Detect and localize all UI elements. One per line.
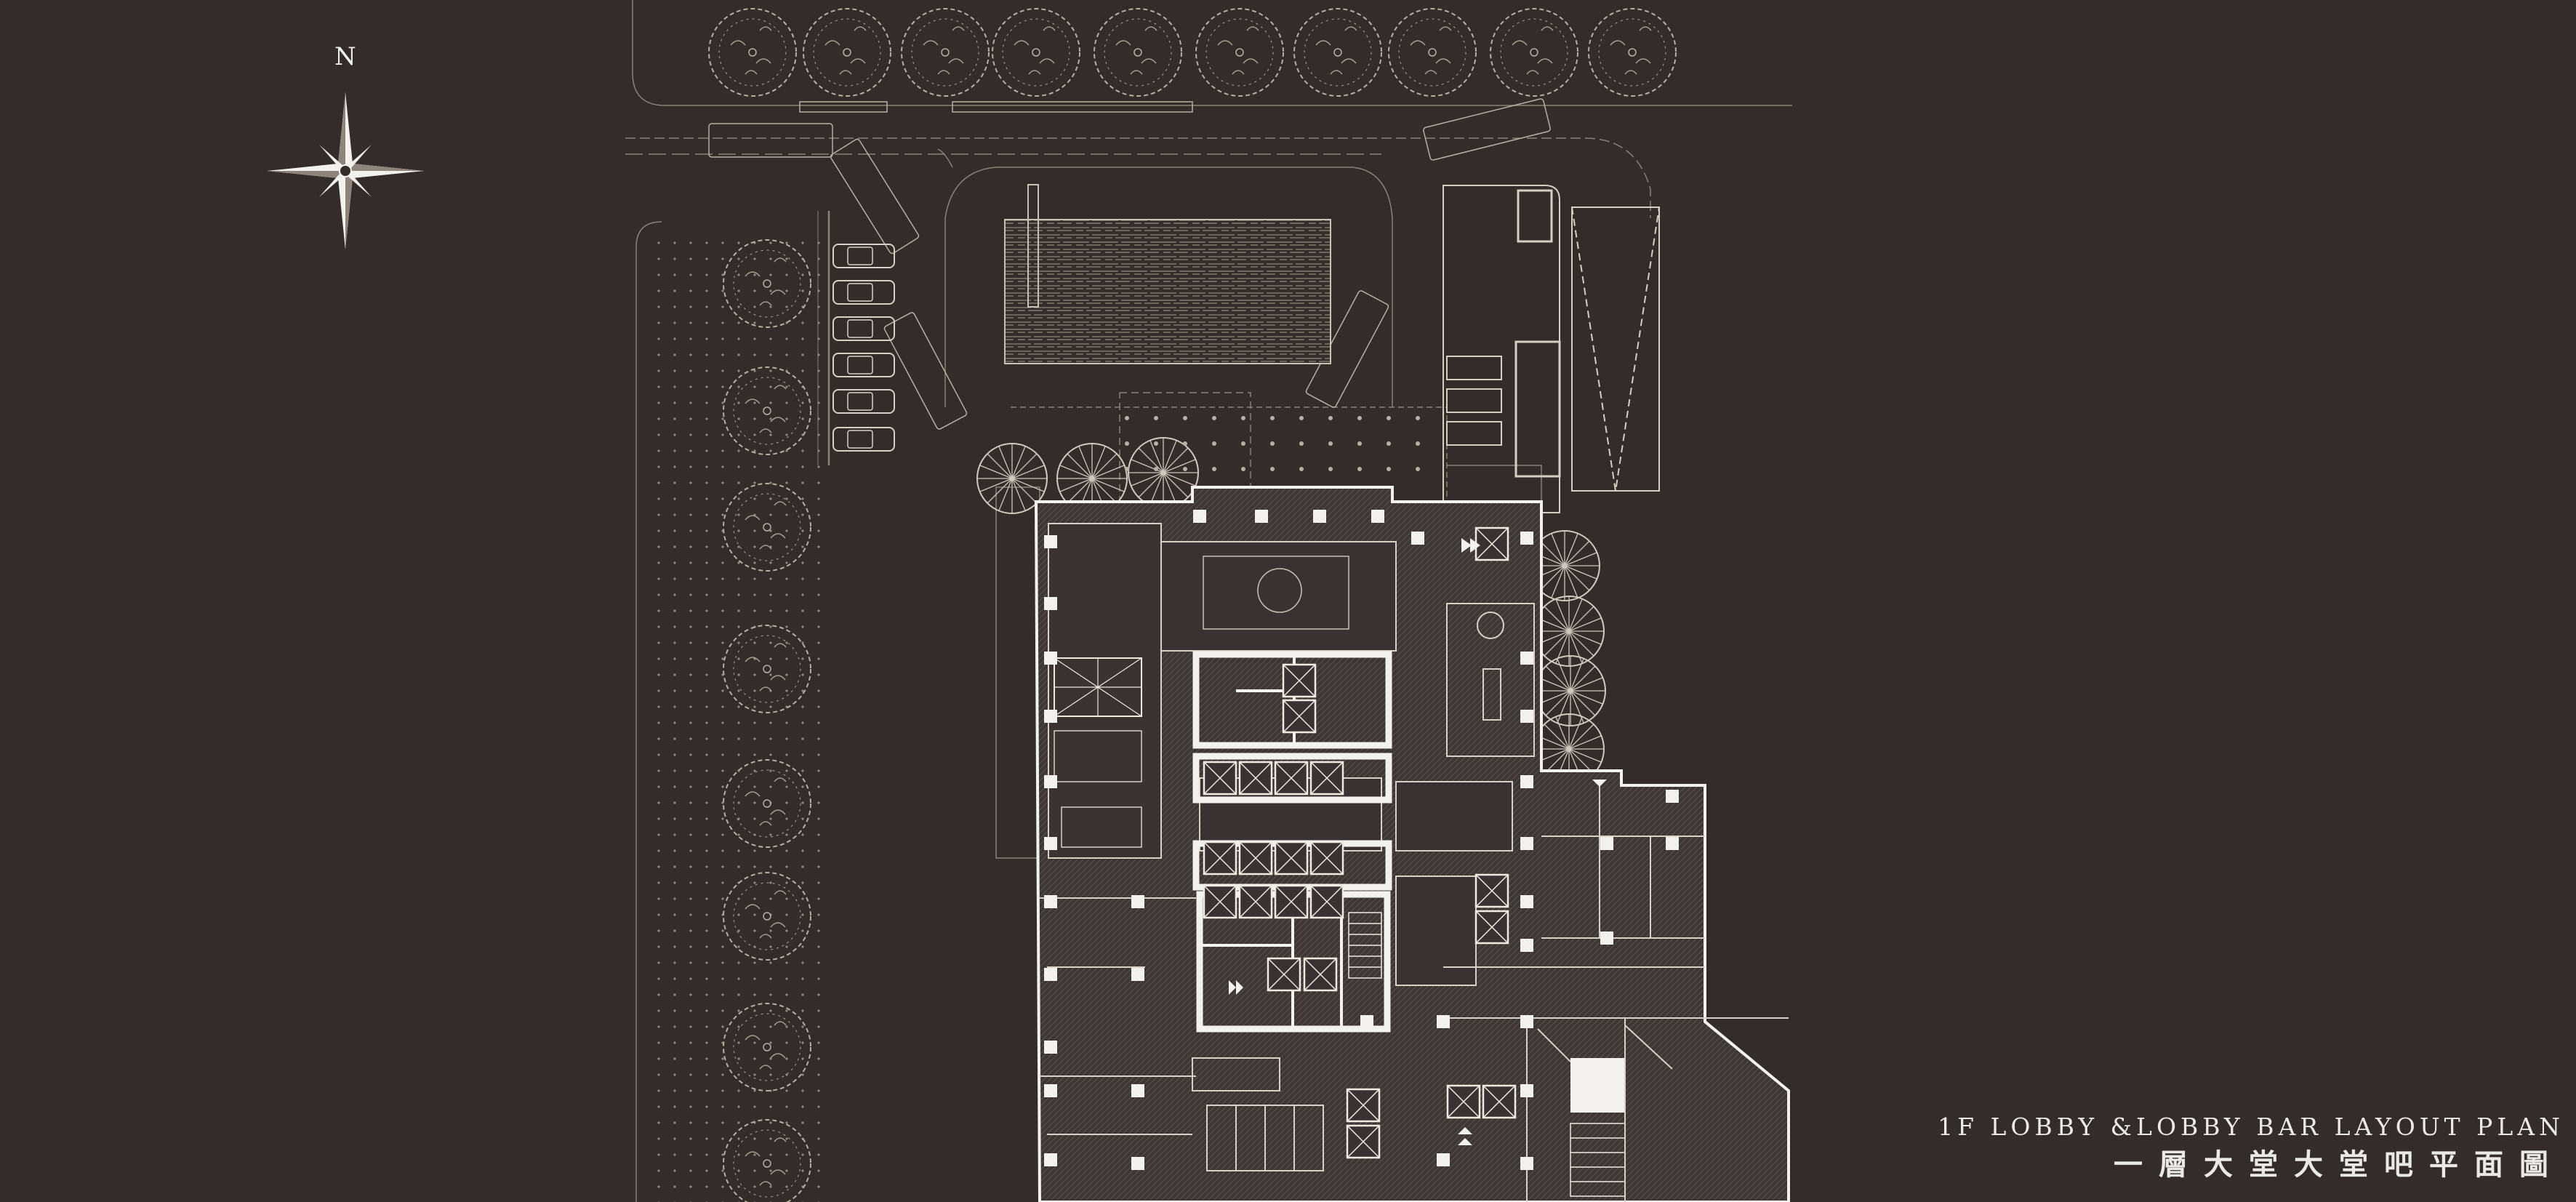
parking-bays-top bbox=[708, 98, 1551, 430]
car-icon bbox=[832, 244, 895, 452]
dotted-plaza bbox=[651, 236, 822, 1202]
forecourt-bollards bbox=[1125, 416, 1420, 471]
title-english: 1F LOBBY &LOBBY BAR LAYOUT PLAN bbox=[1938, 1113, 2564, 1141]
compass-north-label: N bbox=[334, 42, 356, 71]
tree-row-top bbox=[708, 8, 1677, 97]
main-building bbox=[1034, 486, 1790, 1202]
north-arrow-icon bbox=[267, 92, 424, 249]
wooden-deck bbox=[1004, 184, 1331, 364]
title-chinese: 一層大堂大堂吧平面圖 bbox=[2114, 1148, 2564, 1182]
stair-icon bbox=[1348, 912, 1626, 1197]
drawing-title: 1F LOBBY &LOBBY BAR LAYOUT PLAN 一層大堂大堂吧平… bbox=[1938, 1113, 2564, 1184]
service-block-right bbox=[1443, 185, 1660, 513]
